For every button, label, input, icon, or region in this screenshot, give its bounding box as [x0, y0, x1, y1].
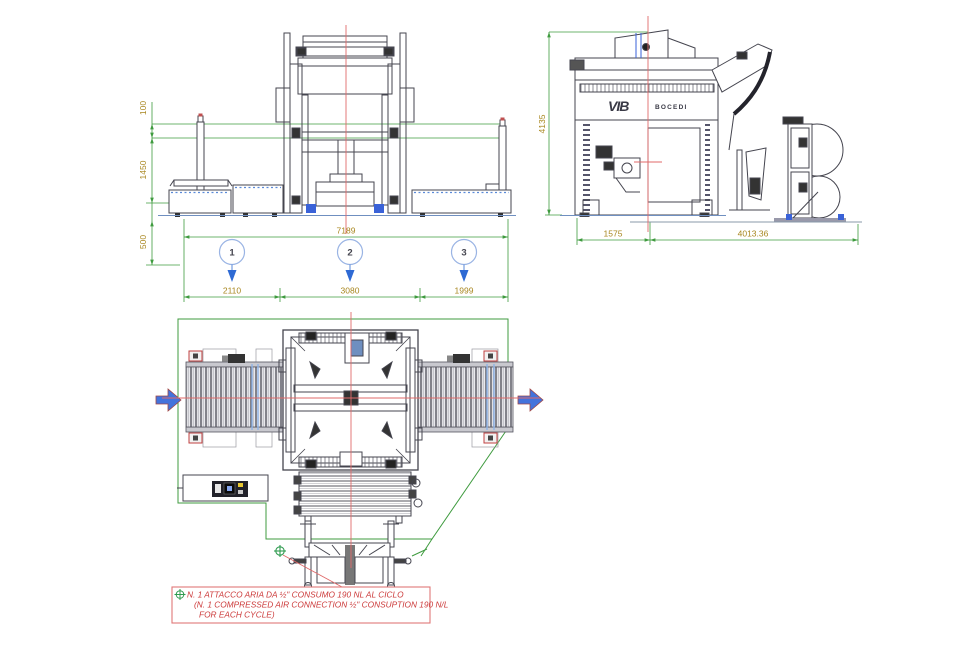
balloon-2-arrow-icon	[345, 270, 355, 282]
front-left-dimension: 100 1450 500	[138, 101, 154, 265]
dim-4135-label: 4135	[537, 114, 547, 133]
control-cabinet	[177, 474, 269, 502]
front-width-dimension: 7189	[184, 226, 508, 239]
flow-arrow-in-icon	[155, 388, 182, 412]
station-width-dimensions: 2110 3080 1999	[184, 286, 508, 299]
side-roll-stand	[774, 116, 846, 222]
balloon-1-arrow-icon	[227, 270, 237, 282]
side-view: 4135 VIB BOCEDI	[537, 16, 862, 245]
side-film-feeder	[711, 43, 773, 211]
front-extension-lines	[146, 123, 509, 302]
top-press-unit	[293, 471, 423, 524]
top-roll-stand	[288, 520, 412, 590]
top-view	[155, 312, 544, 590]
note-box: N. 1 ATTACCO ARIA DA ½" CONSUMO 190 NL A…	[171, 586, 449, 624]
dim-1999-label: 1999	[455, 286, 474, 296]
balloon-3-number: 3	[461, 248, 466, 259]
balloon-1: 1	[218, 238, 246, 282]
front-machine	[275, 32, 415, 214]
flow-arrow-out-icon	[517, 388, 544, 412]
dim-3080-label: 3080	[341, 286, 360, 296]
dim-500-label: 500	[138, 235, 148, 249]
note-line-1: N. 1 ATTACCO ARIA DA ½" CONSUMO 190 NL A…	[187, 590, 404, 600]
side-machine	[569, 29, 719, 217]
dim-100-label: 100	[138, 101, 148, 115]
note-line-2: (N. 1 COMPRESSED AIR CONNECTION ½" CONSU…	[194, 600, 449, 610]
dim-2110-label: 2110	[223, 286, 242, 296]
layout-boundary-outline	[177, 318, 509, 557]
vib-logo: VIB	[608, 98, 629, 114]
note-air-icon	[174, 589, 186, 600]
station-balloons: 1 2 3	[218, 238, 478, 282]
balloon-3-arrow-icon	[459, 270, 469, 282]
top-machine	[278, 329, 423, 471]
balloon-1-number: 1	[229, 248, 235, 259]
bocedi-brand: BOCEDI	[655, 104, 687, 111]
front-view: 100 1450 500	[138, 25, 516, 302]
balloon-2: 2	[336, 238, 364, 282]
side-height-dimension: 4135	[537, 31, 551, 215]
air-connection-marker-icon	[274, 545, 286, 557]
front-conveyors	[168, 184, 512, 217]
note-line-3: FOR EACH CYCLE)	[199, 610, 275, 620]
dim-1575-label: 1575	[604, 229, 623, 239]
side-depth-dimensions: 1575 4013.36	[577, 229, 858, 242]
dim-4013-label: 4013.36	[738, 229, 769, 239]
top-left-conveyor	[185, 348, 284, 448]
dim-1450-label: 1450	[138, 160, 148, 179]
balloon-2-number: 2	[347, 248, 352, 259]
note-leader-line	[282, 554, 343, 588]
balloon-3: 3	[450, 238, 478, 282]
dim-7189-label: 7189	[337, 226, 356, 236]
